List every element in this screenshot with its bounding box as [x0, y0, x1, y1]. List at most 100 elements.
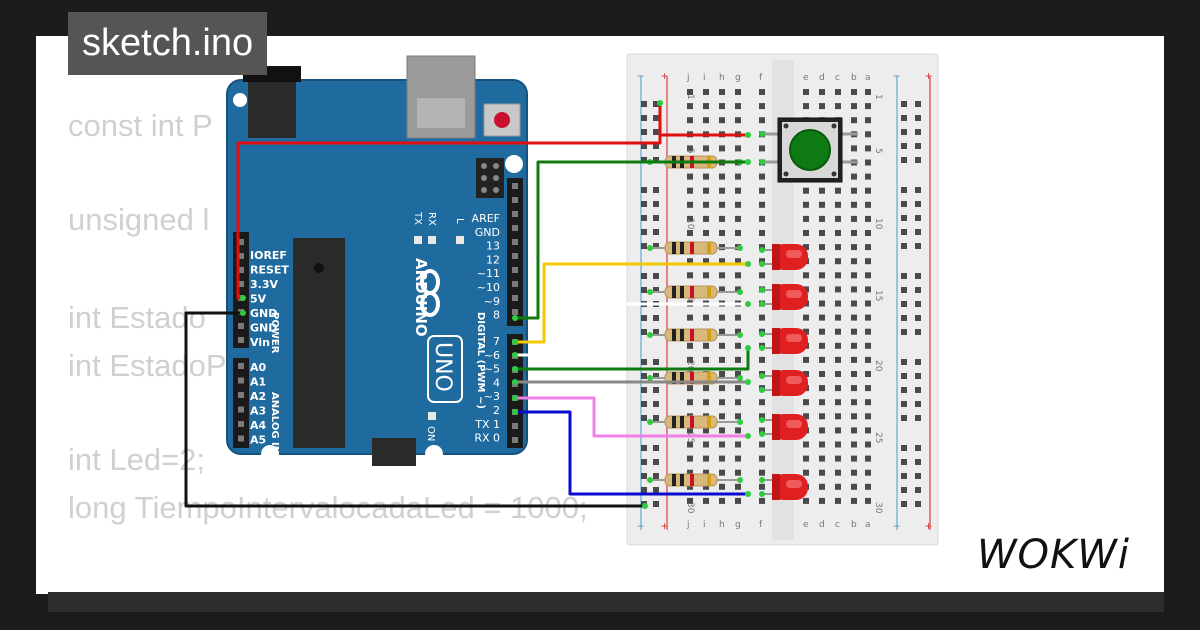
- column-label: i: [703, 73, 706, 83]
- tx-led-label: TX: [412, 211, 423, 225]
- svg-text:+: +: [661, 519, 668, 533]
- analog-pin-label: A4: [250, 419, 267, 432]
- wire-pin8-green[interactable]: [515, 160, 748, 320]
- analog-pin-label: A0: [250, 361, 267, 374]
- wire-endpoint[interactable]: [642, 503, 648, 509]
- wire-endpoint[interactable]: [657, 100, 663, 106]
- push-button[interactable]: [759, 117, 858, 183]
- wire-endpoint[interactable]: [512, 366, 518, 372]
- wire-endpoint[interactable]: [512, 339, 518, 345]
- wire-pin2-blue[interactable]: [515, 410, 748, 496]
- digital-pin-label: 8: [493, 309, 500, 322]
- svg-text:−: −: [637, 519, 644, 533]
- resistor[interactable]: [647, 285, 743, 299]
- wire-endpoint[interactable]: [240, 295, 246, 301]
- wire-endpoint[interactable]: [512, 395, 518, 401]
- icsp-header: [476, 158, 504, 198]
- digital-pin-label: ~5: [484, 363, 500, 376]
- resistor[interactable]: [647, 415, 743, 429]
- row-number: 20: [873, 360, 883, 372]
- wire-endpoint[interactable]: [745, 379, 751, 385]
- digital-pin-label: RX 0: [474, 432, 500, 445]
- wire-endpoint[interactable]: [745, 345, 751, 351]
- arduino-infinity-logo: [420, 269, 440, 317]
- wire-endpoint[interactable]: [512, 379, 518, 385]
- column-label: b: [851, 520, 857, 530]
- red-led[interactable]: [759, 244, 808, 270]
- column-label: e: [803, 520, 809, 530]
- power-header[interactable]: [233, 232, 249, 348]
- resistor[interactable]: [647, 328, 743, 342]
- red-led[interactable]: [759, 370, 808, 396]
- digital-label: DIGITAL (PWM ~): [475, 312, 486, 409]
- wire-endpoint[interactable]: [512, 409, 518, 415]
- row-number: 25: [685, 432, 695, 443]
- power-pin-label: IOREF: [250, 249, 287, 262]
- row-number: 15: [873, 290, 883, 301]
- red-led[interactable]: [759, 474, 808, 500]
- digital-pin-label: 2: [493, 404, 500, 417]
- wire-gnd-black[interactable]: [184, 311, 645, 508]
- wire-endpoint[interactable]: [745, 261, 751, 267]
- wire-pin6-white[interactable]: [515, 302, 748, 357]
- power-pin-label: Vin: [250, 336, 270, 349]
- wire-endpoint[interactable]: [745, 491, 751, 497]
- analog-pin-label: A5: [250, 434, 266, 447]
- arduino-brand: ARDUINO: [412, 258, 430, 337]
- wire-pin3-pink[interactable]: [515, 396, 748, 438]
- wokwi-logo: WOKWi: [977, 532, 1130, 578]
- digital-pin-label: TX 1: [474, 418, 500, 431]
- power-pin-label: 5V: [250, 293, 267, 306]
- on-led-label: ON: [425, 426, 436, 441]
- wokwi-logo-text: WOKWi: [977, 532, 1130, 578]
- wire-pin5-green[interactable]: [515, 348, 750, 371]
- row-number: 1: [873, 94, 883, 100]
- rx-led-label: RX: [426, 212, 437, 226]
- analog-pin-label: A1: [250, 376, 266, 389]
- digital-pin-label: ~3: [484, 390, 500, 403]
- wire-endpoint[interactable]: [745, 132, 751, 138]
- wire-endpoint[interactable]: [512, 315, 518, 321]
- power-pin-label: 3.3V: [250, 278, 278, 291]
- code-line: int Led=2;: [68, 442, 206, 477]
- analog-pin-label: A3: [250, 405, 266, 418]
- digital-header-top[interactable]: [507, 178, 523, 326]
- column-label: d: [819, 73, 825, 83]
- column-label: g: [735, 73, 741, 83]
- red-led[interactable]: [759, 284, 808, 310]
- wire-pin7-yellow[interactable]: [515, 262, 748, 344]
- power-pin-label: GND: [250, 322, 277, 335]
- file-tab[interactable]: sketch.ino: [68, 12, 268, 75]
- analog-header[interactable]: [233, 358, 249, 448]
- icsp2-header: [372, 438, 416, 466]
- resistor[interactable]: [647, 473, 743, 487]
- digital-header-bottom[interactable]: [507, 334, 523, 448]
- analog-pin-label: A2: [250, 390, 266, 403]
- resistor[interactable]: [647, 241, 743, 255]
- row-number: 30: [685, 502, 695, 514]
- column-label: f: [759, 73, 763, 83]
- row-number: 20: [685, 360, 695, 372]
- row-number: 30: [873, 502, 883, 514]
- column-label: a: [865, 520, 871, 530]
- wire-endpoint[interactable]: [240, 310, 246, 316]
- code-line: int Estado: [68, 300, 206, 335]
- wire-endpoint[interactable]: [512, 352, 518, 358]
- uno-badge: [427, 335, 463, 403]
- wire-endpoint[interactable]: [745, 159, 751, 165]
- diagram-canvas: const int P unsigned l int Estado int Es…: [36, 36, 1164, 594]
- wire-5v-red[interactable]: [236, 101, 748, 300]
- wire-endpoint[interactable]: [745, 301, 751, 307]
- svg-text:+: +: [661, 69, 668, 83]
- reset-button[interactable]: [483, 103, 521, 137]
- red-led[interactable]: [759, 328, 808, 354]
- wire-endpoint[interactable]: [745, 433, 751, 439]
- card-shadow: [48, 592, 1164, 612]
- row-number: 1: [685, 94, 695, 100]
- power-label: POWER: [269, 312, 280, 354]
- power-pin-label: GND: [250, 307, 277, 320]
- red-led[interactable]: [759, 414, 808, 440]
- code-line: const int P: [68, 108, 213, 143]
